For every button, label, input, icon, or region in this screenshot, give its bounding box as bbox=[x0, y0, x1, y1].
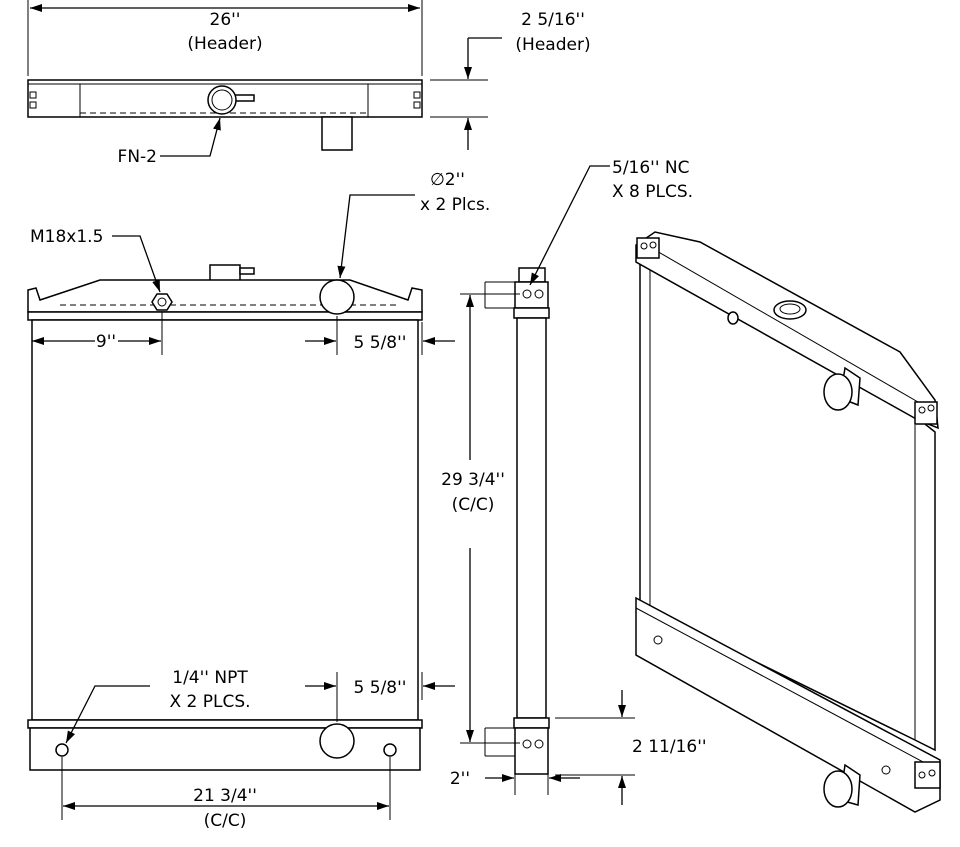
outlet-quantity: x 2 Plcs. bbox=[420, 195, 490, 215]
drain-port-label: 1/4'' NPT bbox=[172, 668, 248, 688]
top-outlet bbox=[319, 279, 355, 315]
drain-port-right bbox=[383, 743, 397, 757]
side-view: 29 3/4'' (C/C) 5/16'' NC X 8 PLCS. 2'' 2… bbox=[441, 158, 707, 805]
drain-spacing-label: (C/C) bbox=[204, 811, 247, 831]
header-height-value: 2 5/16'' bbox=[521, 10, 585, 30]
iso-top-outlet bbox=[823, 373, 853, 411]
filler-neck-label: FN-2 bbox=[118, 147, 157, 167]
drain-port-left bbox=[55, 743, 69, 757]
mount-width-value: 2'' bbox=[450, 769, 470, 789]
bottom-tank bbox=[29, 727, 421, 771]
isometric-view bbox=[635, 231, 941, 813]
header-width-value: 26'' bbox=[210, 10, 241, 30]
top-outlet-offset-value: 5 5/8'' bbox=[354, 333, 407, 353]
header-height-label: (Header) bbox=[515, 35, 590, 55]
iso-bottom-tank bbox=[635, 596, 941, 813]
bottom-mount-bracket bbox=[514, 727, 549, 775]
drain-quantity: X 2 PLCS. bbox=[169, 692, 250, 712]
top-tank bbox=[27, 279, 423, 313]
front-view: ∅2'' x 2 Plcs. M18x1.5 9'' 5 5/8'' 5 5/8… bbox=[27, 170, 490, 831]
sensor-port bbox=[151, 293, 173, 311]
side-core bbox=[516, 317, 547, 719]
mount-thread-label: 5/16'' NC bbox=[612, 158, 690, 178]
top-view: 26'' (Header) FN-2 2 5/16'' (Header) bbox=[27, 0, 591, 167]
bottom-outlet-offset-value: 5 5/8'' bbox=[354, 678, 407, 698]
outlet-pipe-top bbox=[321, 116, 353, 151]
sensor-offset-value: 9'' bbox=[96, 332, 116, 352]
iso-sensor-port bbox=[727, 311, 739, 325]
radiator-core bbox=[31, 319, 419, 721]
mount-quantity: X 8 PLCS. bbox=[612, 182, 693, 202]
outlet-diameter: ∅2'' bbox=[430, 170, 465, 190]
drain-spacing-value: 21 3/4'' bbox=[193, 786, 257, 806]
bottom-outlet bbox=[319, 723, 355, 759]
iso-bottom-outlet bbox=[823, 770, 853, 808]
mount-spacing-label: (C/C) bbox=[452, 495, 495, 515]
mount-spacing-value: 29 3/4'' bbox=[441, 470, 505, 490]
header-width-label: (Header) bbox=[187, 34, 262, 54]
sensor-port-label: M18x1.5 bbox=[30, 227, 103, 247]
bracket-height-value: 2 11/16'' bbox=[632, 737, 707, 757]
